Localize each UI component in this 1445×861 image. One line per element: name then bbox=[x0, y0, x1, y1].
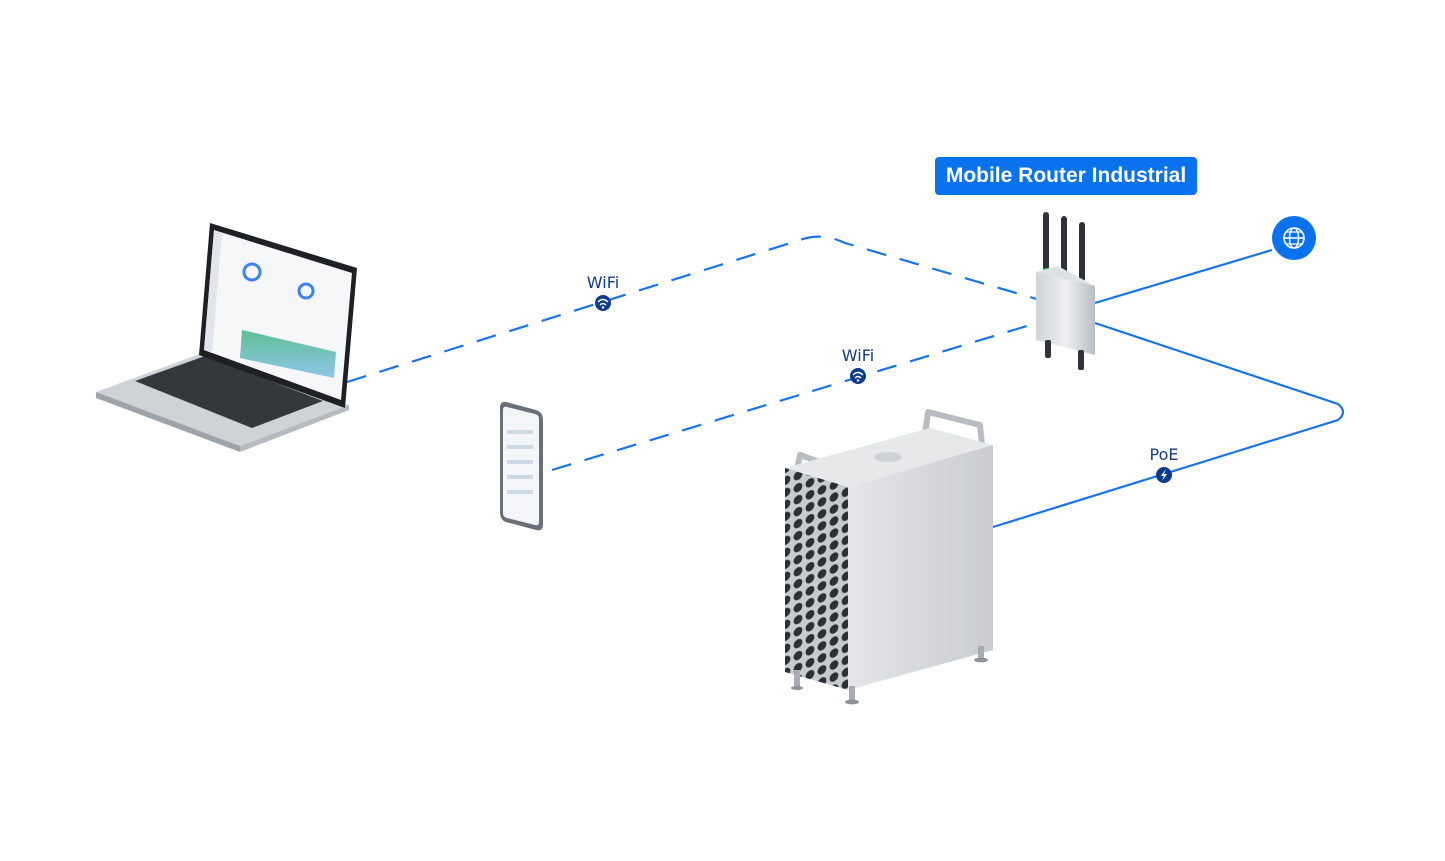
lightning-icon bbox=[1156, 467, 1172, 483]
phone-wifi-link bbox=[551, 320, 1041, 472]
server-tower bbox=[785, 409, 993, 705]
wifi-icon bbox=[850, 368, 866, 384]
internet-uplink bbox=[1094, 248, 1273, 305]
product-label: Mobile Router Industrial bbox=[935, 157, 1197, 195]
mobile-router-industrial bbox=[1036, 212, 1095, 370]
wifi-label-phone: WiFi bbox=[841, 346, 875, 365]
poe-link bbox=[992, 321, 1345, 529]
wifi-label-laptop: WiFi bbox=[586, 273, 620, 292]
laptop-wifi-link bbox=[346, 235, 1041, 384]
poe-label: PoE bbox=[1149, 445, 1179, 464]
globe-icon bbox=[1272, 216, 1316, 260]
wifi-icon bbox=[595, 295, 611, 311]
smartphone bbox=[500, 401, 543, 531]
laptop bbox=[96, 223, 357, 452]
